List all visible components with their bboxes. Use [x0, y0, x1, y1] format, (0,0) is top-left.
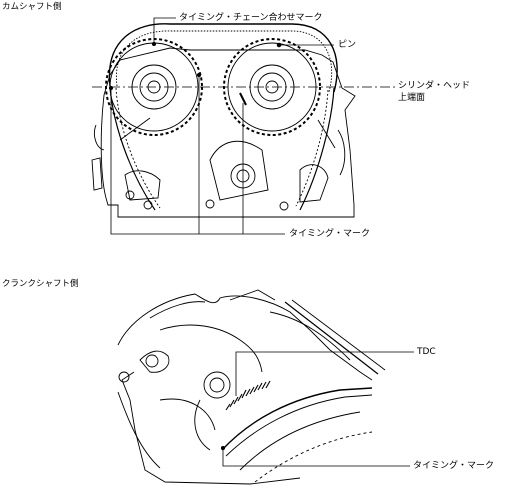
leader-alignment-mark	[153, 17, 176, 44]
camshaft-side-title: カムシャフト側	[2, 2, 62, 12]
leader-tdc	[235, 351, 414, 396]
crank-pulley-arc	[221, 387, 373, 451]
cylinder-head-label-line2: 上端面	[398, 93, 426, 103]
timing-chain-alignment-mark-label: タイミング・チェーン合わせマーク	[179, 13, 323, 23]
timing-chain	[108, 23, 338, 93]
timing-mark-label-crank: タイミング・マーク	[413, 461, 495, 471]
crankcase-outline	[117, 293, 373, 485]
crankshaft-side-title: クランクシャフト側	[2, 279, 79, 289]
chain-guide-left	[109, 84, 156, 211]
cylinder-head-outline	[100, 47, 356, 218]
pin-label: ピン	[338, 40, 357, 50]
crankcase-drawing	[117, 289, 386, 485]
chain-guide-right	[299, 87, 335, 211]
leader-crank-timing-mark	[222, 448, 410, 467]
cylinder-head-label-line1: シリンダ・ヘッド	[398, 81, 471, 91]
timing-mark-bar	[239, 92, 247, 106]
timing-mark-label-cam: タイミング・マーク	[289, 229, 371, 239]
leader-timing-mark	[110, 88, 285, 235]
cylinder-head-drawing	[91, 23, 356, 218]
timing-scale	[225, 380, 271, 411]
tdc-label: TDC	[417, 347, 436, 357]
